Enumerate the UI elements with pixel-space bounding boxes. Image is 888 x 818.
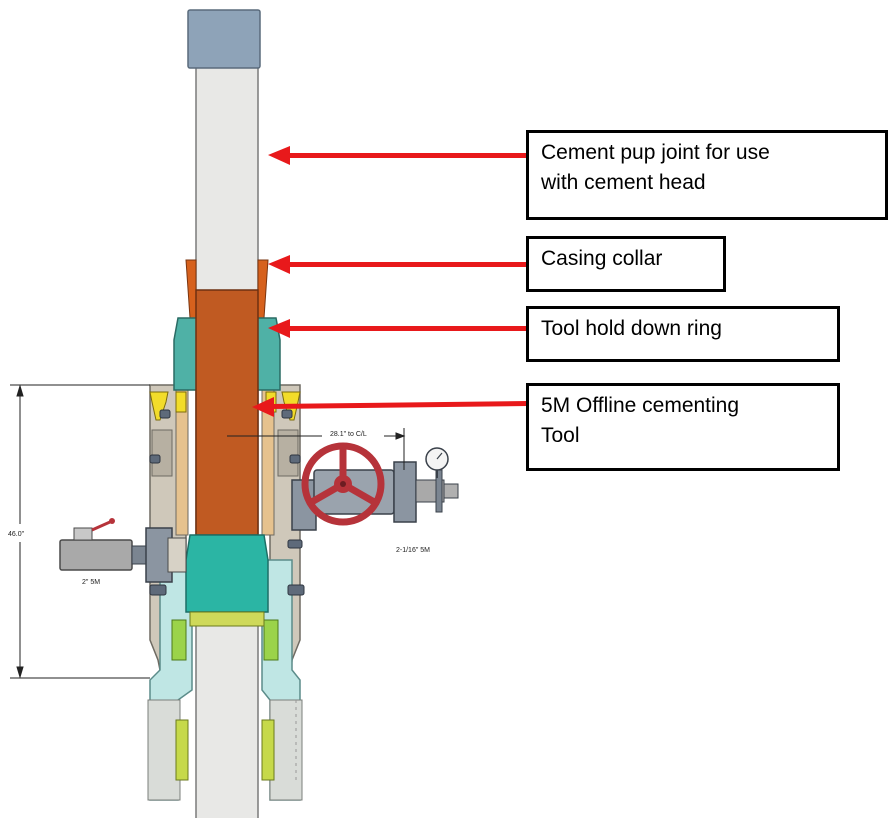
casing-collar (185, 259, 269, 319)
callout-cement-pup-joint: Cement pup joint for use with cement hea… (526, 130, 888, 220)
dimension-46in (10, 384, 150, 679)
left-valve (59, 518, 187, 583)
tool-lower-body (185, 534, 269, 627)
arrow-pup-joint (286, 153, 528, 158)
lower-spool (147, 559, 303, 801)
callout-offline-cementing-tool: 5M Offline cementing Tool (526, 383, 840, 471)
overall-height-label: 46.0" (8, 531, 25, 538)
arrow-casing-collar (286, 262, 528, 267)
centerline-offset-label: 28.1" to C/L (330, 431, 367, 438)
callout-tool-hold-down-ring: Tool hold down ring (526, 306, 840, 362)
handwheel (301, 442, 385, 526)
arrow-cementing-tool (270, 401, 528, 409)
pup-joint-cap (187, 9, 261, 69)
dimension-to-centerline (227, 428, 406, 470)
right-valve (291, 442, 459, 531)
left-valve-size-label: 2" 5M (82, 579, 100, 586)
callout-casing-collar: Casing collar (526, 236, 726, 292)
callout-arrows (252, 146, 528, 417)
right-valve-size-label: 2-1/16" 5M (396, 547, 430, 554)
arrow-hold-down-ring (286, 326, 528, 331)
offline-cementing-tool (195, 289, 259, 536)
